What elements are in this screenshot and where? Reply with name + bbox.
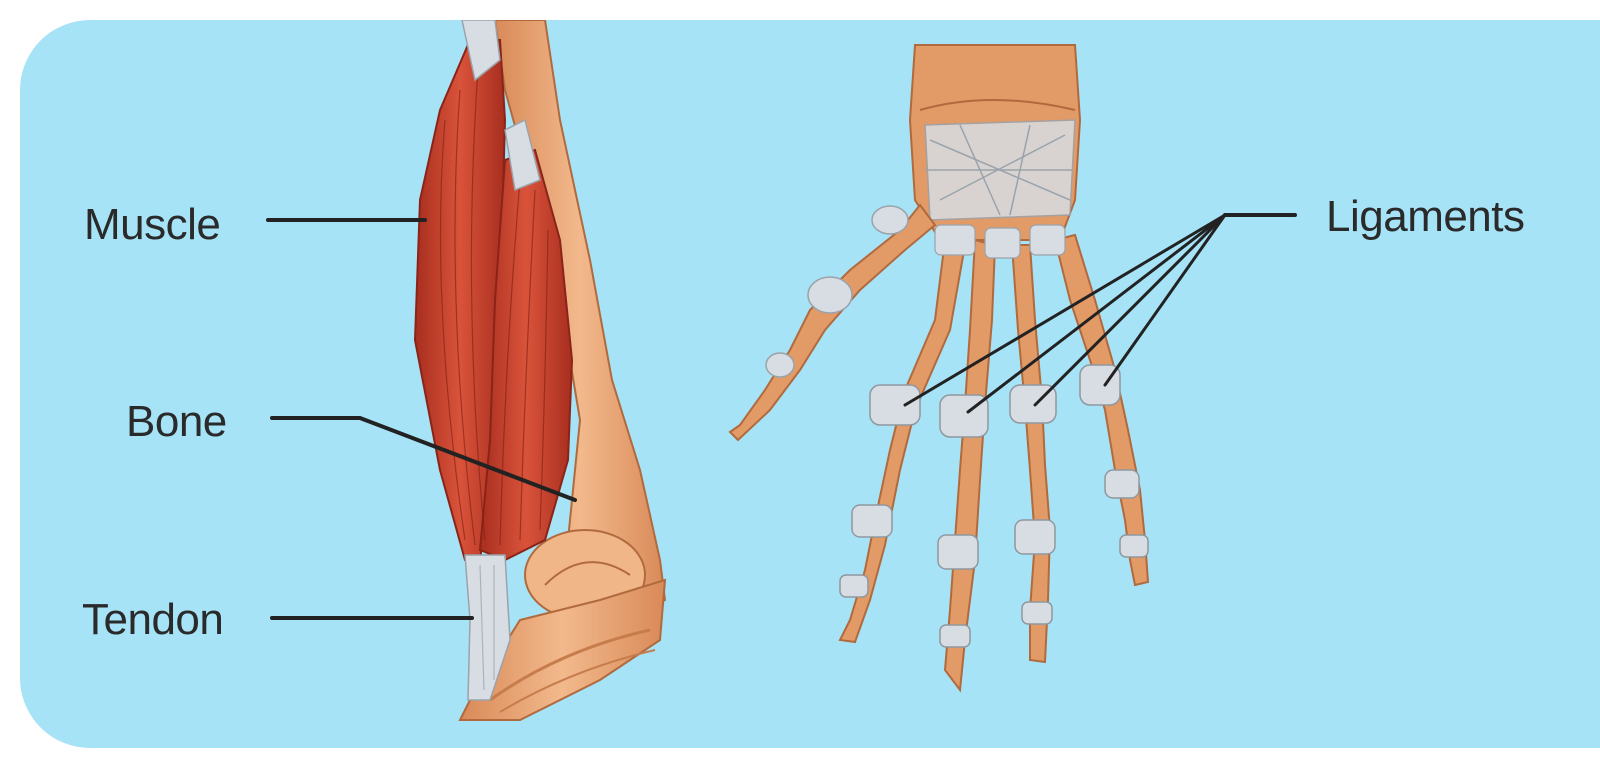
label-ligaments: Ligaments [1326,195,1525,239]
hand-skeleton [730,45,1148,690]
label-bone: Bone [126,400,227,444]
label-muscle: Muscle [84,203,220,247]
label-tendon: Tendon [82,598,223,642]
